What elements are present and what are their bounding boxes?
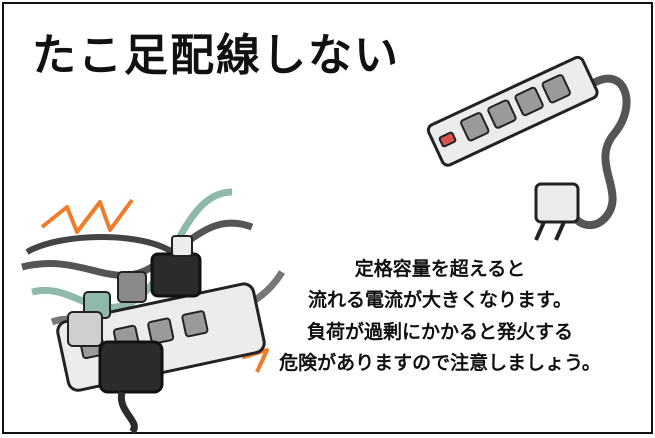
power-strip-illustration bbox=[426, 55, 631, 241]
strip-body bbox=[426, 55, 599, 167]
adapter-plug bbox=[98, 340, 164, 394]
plug bbox=[117, 271, 147, 303]
cable bbox=[117, 391, 138, 435]
strip-plug bbox=[534, 182, 580, 241]
cable bbox=[25, 234, 174, 255]
adapter-plug bbox=[67, 311, 103, 347]
cable bbox=[21, 219, 254, 279]
message-line: 流れる電流が大きくなります。 bbox=[307, 289, 573, 312]
overloaded-outlet-illustration bbox=[21, 188, 285, 435]
warning-message: 定格容量を超えると 流れる電流が大きくなります。 負荷が過剰にかかると発火する … bbox=[240, 254, 640, 379]
spark-icon bbox=[40, 198, 134, 234]
strip-switch bbox=[438, 131, 457, 148]
message-line: 負荷が過剰にかかると発火する bbox=[306, 320, 573, 343]
adapter-plug bbox=[150, 252, 202, 298]
message-line: 危険がありますので注意しましょう。 bbox=[279, 352, 601, 375]
page-title: たこ足配線しない bbox=[32, 30, 400, 81]
strip-cable bbox=[567, 74, 631, 229]
plug bbox=[171, 235, 193, 257]
message-line: 定格容量を超えると bbox=[354, 258, 526, 280]
